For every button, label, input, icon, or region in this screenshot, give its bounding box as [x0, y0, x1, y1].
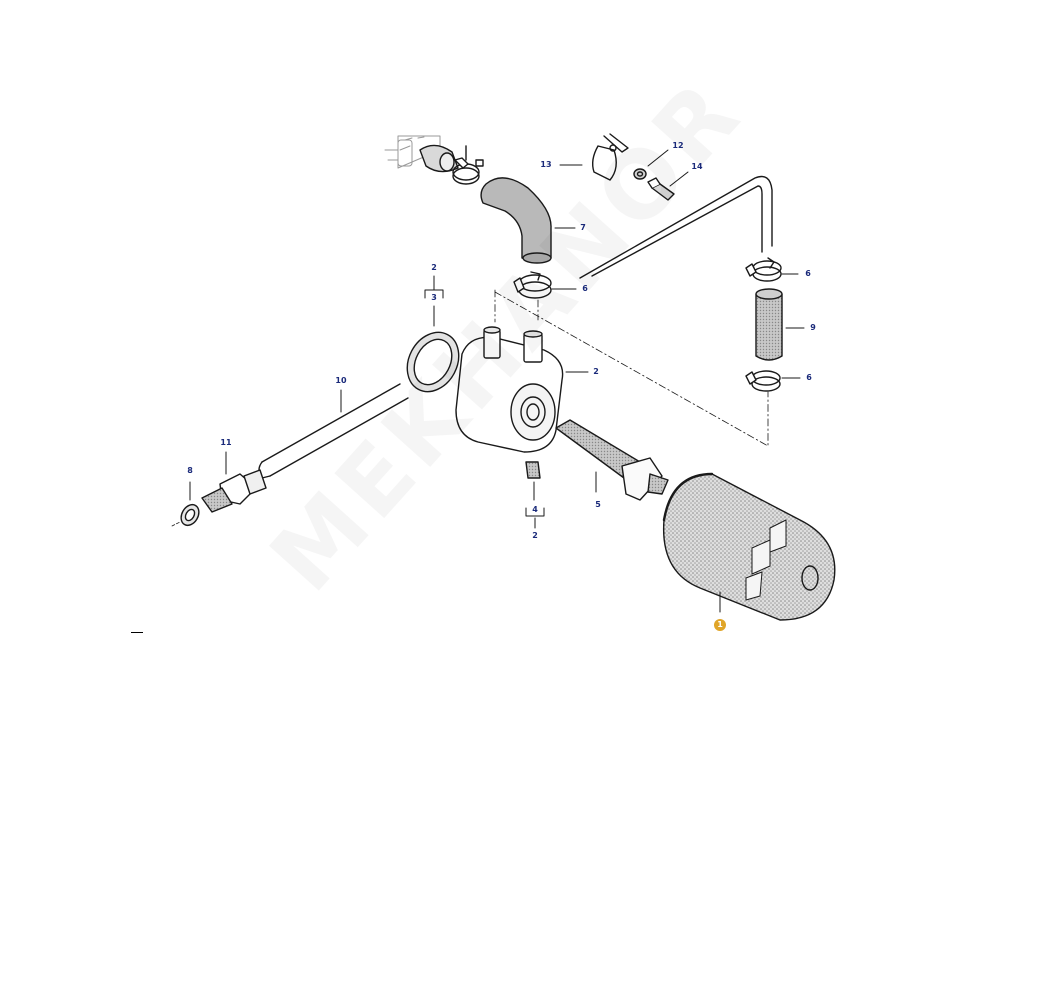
callout-2-bottom[interactable]: 2 [532, 531, 538, 540]
bracket-13-part [559, 133, 629, 181]
threaded-nipple-5-part [555, 419, 669, 501]
callout-6-center[interactable]: 6 [582, 284, 588, 293]
page-dash-mark [131, 632, 143, 633]
callout-11[interactable]: 11 [220, 438, 232, 447]
union-11-part [201, 451, 267, 513]
hose-9-part [755, 288, 805, 361]
washer-12-part [633, 149, 669, 180]
callout-10[interactable]: 10 [335, 376, 347, 385]
assembly-centerlines [494, 289, 769, 447]
callout-1[interactable]: 1 [714, 619, 726, 631]
callout-9[interactable]: 9 [810, 323, 816, 332]
callout-3[interactable]: 3 [431, 293, 437, 302]
oil-cooler-2-part [455, 326, 589, 453]
plug-4-part [525, 461, 545, 529]
callout-7[interactable]: 7 [580, 223, 586, 232]
callout-13[interactable]: 13 [540, 160, 552, 169]
outlet-pipe-part [419, 144, 459, 173]
hose-clamp-right-upper-part [745, 257, 799, 282]
callout-2-cooler[interactable]: 2 [593, 367, 599, 376]
callout-5[interactable]: 5 [595, 500, 601, 509]
bolt-14-part [647, 171, 689, 201]
seal-ring-3-part [406, 279, 460, 393]
return-pipe-part [579, 175, 773, 279]
callout-4[interactable]: 4 [532, 505, 538, 514]
hose-clamp-right-lower-part [745, 370, 801, 392]
callout-14[interactable]: 14 [691, 162, 703, 171]
hose-7-part [480, 177, 576, 264]
callout-6-right-upper[interactable]: 6 [805, 269, 811, 278]
callout-8[interactable]: 8 [187, 466, 193, 475]
pipe-10-part [258, 383, 409, 479]
callout-2-top[interactable]: 2 [431, 263, 437, 272]
oil-filter-1-part [662, 472, 836, 621]
washer-8-part [171, 481, 200, 527]
callout-12[interactable]: 12 [672, 141, 684, 150]
callout-6-right-lower[interactable]: 6 [806, 373, 812, 382]
hose-clamp-center-part [513, 271, 577, 299]
hose-clamp-top-part [452, 145, 484, 185]
